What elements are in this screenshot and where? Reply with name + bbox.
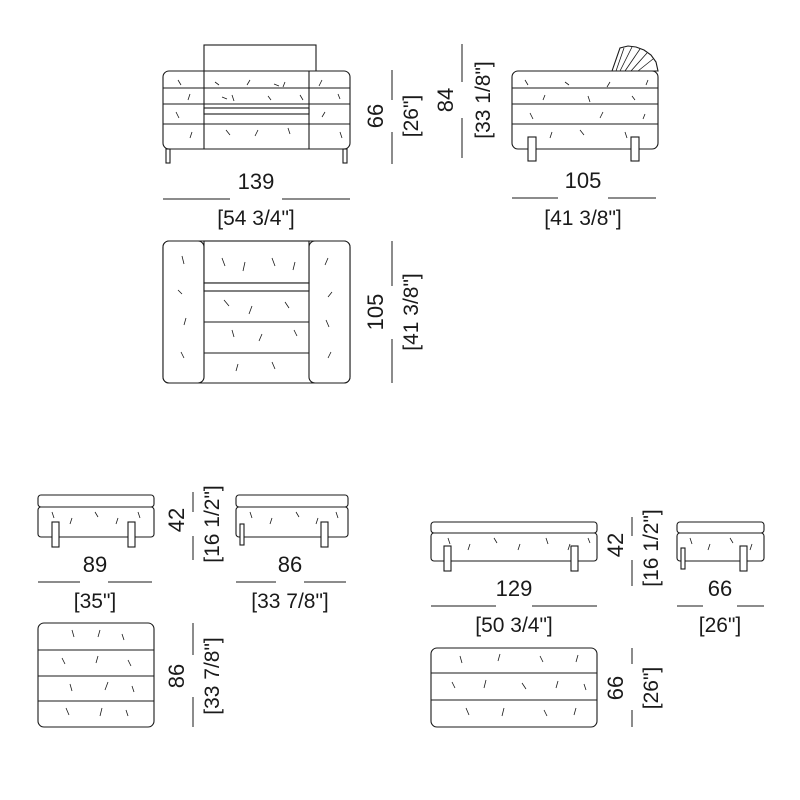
armchair-plan-depth-cm: 105 [363,294,388,331]
bench-width-cm: 129 [496,576,533,601]
bench-depth-in: [26"] [699,614,741,637]
bench-plan-depth-dimension: 66 [26"] [603,648,663,727]
ottoman-plan-depth-dimension: 86 [33 7/8"] [164,623,224,727]
ottoman-side-cushion [235,494,349,508]
ottoman-plan-creases [61,629,135,717]
bench-width-in: [50 3/4"] [475,614,553,637]
ottoman-height-in: [16 1/2"] [201,485,224,563]
headrest-fan [611,45,659,72]
bench-side-creases [689,537,753,551]
ottoman-side-creases [249,511,339,525]
bench-depth-dimension: 66 [26"] [677,576,764,637]
bench-leg-left [443,545,452,572]
armchair-height-dimensions: 66 [26"] 84 [33 1/8"] [363,44,495,164]
ottoman-cushion [37,494,155,508]
backrest-top [203,240,310,284]
ottoman-width-dimension: 89 [35"] [38,552,152,613]
ottoman-side-view [235,494,349,548]
armchair-plan-depth-dimension: 105 [41 3/8"] [363,241,423,383]
armchair-plan-depth-in: [41 3/8"] [400,273,423,351]
armchair-side-depth-cm: 105 [565,168,602,193]
bench-height-cm: 42 [603,533,628,557]
armchair-seat-height-cm: 66 [363,104,388,128]
ottoman-front-view [37,494,155,548]
ottoman-depth-cm: 86 [278,552,302,577]
ottoman-plan-outline [37,622,155,728]
bench-side-view [676,521,765,572]
armchair-width-cm: 139 [238,169,275,194]
armchair-width-in: [54 3/4"] [217,207,295,230]
backrest-edge [203,282,310,292]
bench-plan-creases [451,653,587,717]
ottoman-side-leg-front [239,523,245,546]
bench-leg-right [570,545,579,572]
leg-right [342,148,348,164]
ottoman-front-creases [51,511,141,525]
side-leg-front [527,136,537,162]
ottoman-width-in: [35"] [74,590,116,613]
armchair-side-depth-dimension: 105 [41 3/8"] [512,168,656,230]
armchair-back-height-in: [33 1/8"] [472,61,495,139]
leg-left [165,148,171,164]
ottoman-depth-in: [33 7/8"] [251,590,329,613]
armchair-width-dimension: 139 [54 3/4"] [163,169,350,230]
ottoman-plan-view [37,622,155,728]
ottoman-base [37,506,155,538]
bench-front-view [430,521,598,572]
seat-cushion-edge [203,107,310,115]
armrest-right [308,240,351,384]
bench-plan-outline [430,647,598,728]
side-fabric-creases [524,79,649,139]
armrest-left [162,240,205,384]
bench-side-cushion [676,521,765,534]
bench-front-creases [447,537,591,551]
bench-plan-view [430,647,598,728]
ottoman-depth-dimension: 86 [33 7/8"] [236,552,346,613]
bench-depth-cm: 66 [708,576,732,601]
bench-cushion [430,521,598,534]
ottoman-width-cm: 89 [83,552,107,577]
armchair-seat-height-in: [26"] [400,95,423,137]
armchair-plan-view [162,240,351,384]
plan-fabric-creases [177,255,333,372]
ottoman-side-base [235,506,349,538]
ottoman-plan-depth-cm: 86 [164,664,189,688]
armchair-side-view [511,45,659,162]
ottoman-height-dimension: 42 [16 1/2"] [164,485,224,563]
ottoman-leg-left [51,521,60,548]
armchair-side-depth-in: [41 3/8"] [544,207,622,230]
armchair-front-view [162,44,351,164]
ottoman-side-leg-back [320,521,329,548]
bench-plan-depth-in: [26"] [640,667,663,709]
fabric-creases [175,79,343,139]
bench-side-leg-back [739,545,748,572]
side-leg-back [630,136,640,162]
bench-height-dimension: 42 [16 1/2"] [603,509,663,587]
headrest [203,44,317,76]
bench-side-leg-front [680,547,686,570]
bench-base [430,532,598,562]
ottoman-leg-right [127,521,136,548]
bench-height-in: [16 1/2"] [640,509,663,587]
ottoman-height-cm: 42 [164,508,189,532]
armchair-side-body [511,70,659,150]
bench-plan-depth-cm: 66 [603,676,628,700]
armchair-back-height-cm: 84 [433,88,458,112]
bench-width-dimension: 129 [50 3/4"] [431,576,597,637]
ottoman-plan-depth-in: [33 7/8"] [201,637,224,715]
